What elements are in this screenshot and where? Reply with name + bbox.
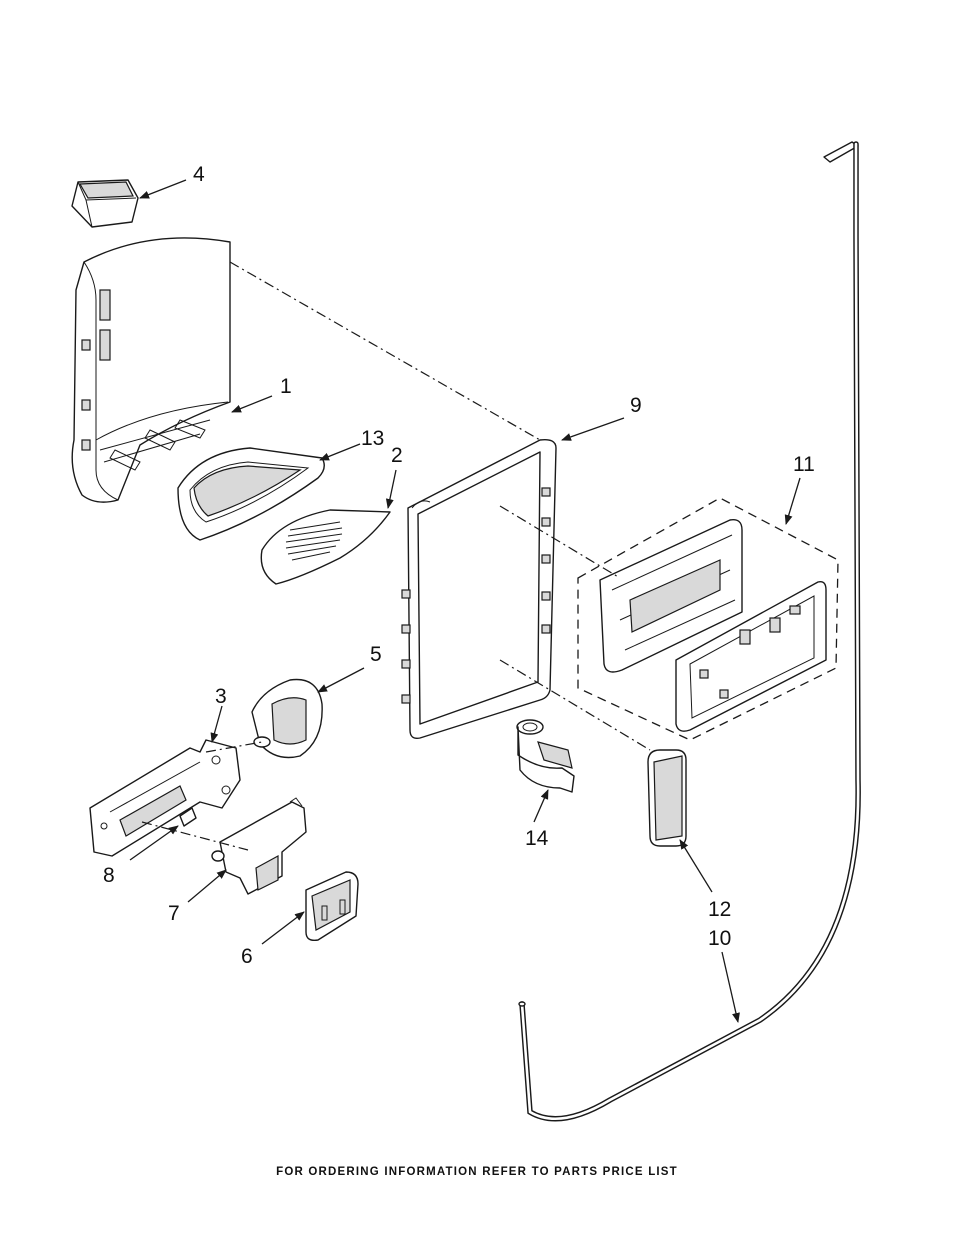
callout-10: 10 (708, 927, 731, 950)
callout-numbers: 4 1 13 2 9 11 5 3 14 8 7 6 12 10 (103, 163, 815, 968)
callout-3: 3 (215, 685, 227, 708)
callout-9: 9 (630, 394, 642, 417)
callout-4: 4 (193, 163, 205, 186)
callout-14: 14 (525, 827, 549, 850)
callout-leaders (129, 179, 801, 1023)
callout-6: 6 (241, 945, 253, 968)
callout-13: 13 (361, 427, 384, 450)
part-12-panel (647, 749, 687, 847)
part-7-actuator (211, 797, 307, 895)
assembly-lines (141, 261, 651, 851)
part-5-motor (251, 678, 323, 759)
callout-7: 7 (168, 902, 180, 925)
footer-note: FOR ORDERING INFORMATION REFER TO PARTS … (276, 1166, 678, 1178)
part-14-fitting (516, 719, 575, 793)
callout-5: 5 (370, 643, 382, 666)
part-6-pad (305, 871, 359, 942)
callout-8: 8 (103, 864, 115, 887)
part-10-tube (518, 141, 861, 1122)
callout-11: 11 (793, 453, 815, 476)
part-9-frame (401, 438, 557, 740)
callout-12: 12 (708, 898, 731, 921)
part-2-grille (260, 509, 391, 585)
part-4-cup (71, 179, 139, 228)
callout-1: 1 (280, 375, 292, 398)
callout-2: 2 (391, 444, 403, 467)
part-1-housing (71, 237, 231, 503)
part-11-control-assembly (577, 497, 839, 741)
part-3-bracket (89, 739, 241, 857)
part-13-tray-frame (177, 447, 325, 541)
part-8-screw (179, 807, 197, 827)
